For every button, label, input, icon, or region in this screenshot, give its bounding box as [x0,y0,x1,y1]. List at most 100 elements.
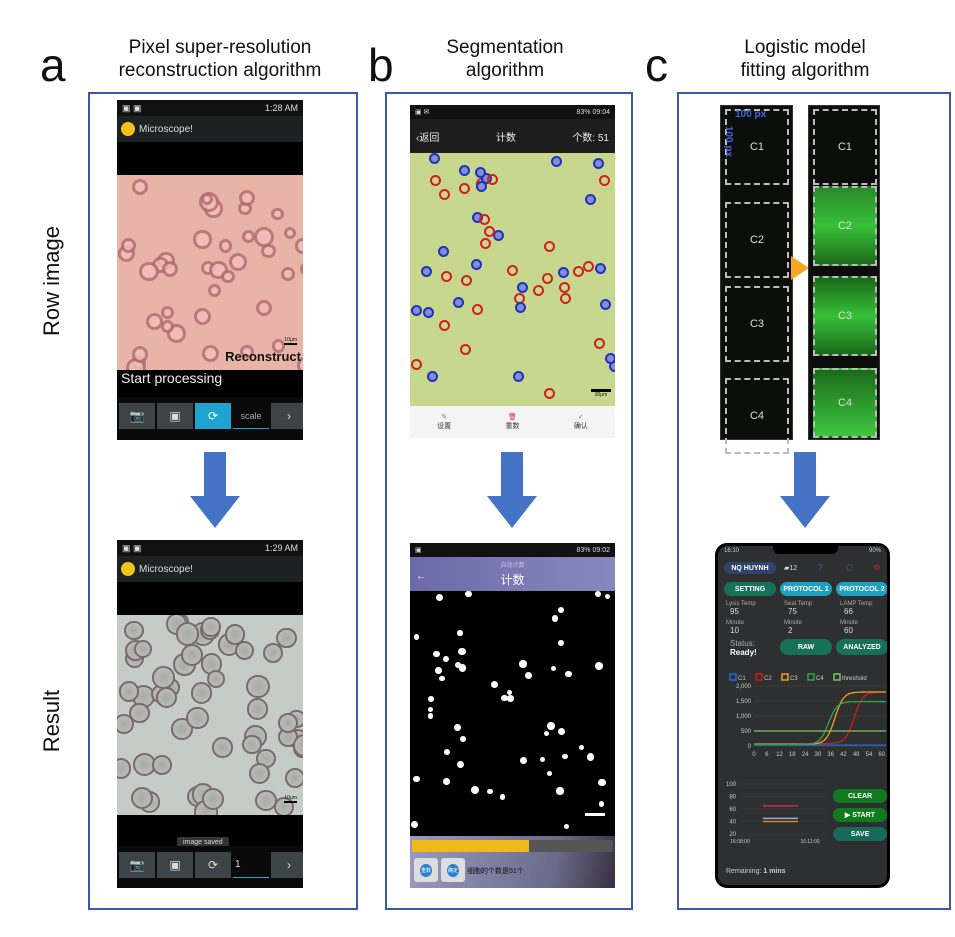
cell [438,189,450,201]
x-tick-label: 48 [853,752,860,758]
legend-label: threshold [842,676,867,682]
param-value[interactable]: 95 [730,607,739,616]
param-label: Minute [784,620,803,626]
reconstruct-button[interactable]: › [271,403,303,429]
process-button[interactable]: ⟳ [195,403,231,429]
confirm-button[interactable]: 确定 [441,858,465,882]
y-tick-label: 500 [741,729,752,735]
cell [573,265,585,277]
segmented-cells-image: 30μm [410,153,615,406]
param-value[interactable]: 2 [788,626,793,635]
cell [515,302,527,314]
cell [594,337,606,349]
cell [239,189,256,206]
title-line: algorithm [465,60,545,81]
cell [429,174,441,186]
back-button[interactable]: ‹返回 [416,132,440,144]
recount-button[interactable]: 🗑重数 [505,413,519,431]
cell [595,662,603,670]
recount-button[interactable]: 重数 [414,858,438,882]
status-bar: ▣83% 09:02 [410,543,615,557]
tool-label: 确认 [573,423,588,430]
protocol2-button[interactable]: PROTOCOL 2 [836,582,887,596]
reconstruct-button[interactable]: › [271,852,303,878]
cell [461,274,473,286]
roi-c3: C3 [813,276,877,356]
cell [438,675,445,682]
cell [458,664,467,672]
cell [427,696,434,703]
clear-button[interactable]: CLEAR [833,789,887,803]
back-button[interactable]: ← [416,571,426,582]
process-button[interactable]: ⟳ [195,852,231,878]
x-tick-label: 16:08:00 [730,839,750,845]
cell [565,671,572,678]
cell [422,307,434,319]
cell [486,174,498,186]
param-value[interactable]: 66 [844,607,853,616]
cell [454,661,461,668]
gallery-button[interactable]: ▣ [157,403,193,429]
pencil-icon: ✎ [441,414,448,421]
cell [594,263,606,275]
cell [263,642,284,663]
param-value[interactable]: 10 [730,626,739,635]
cell [586,753,595,761]
clock: 09:02 [592,546,610,554]
cell [475,166,487,178]
legend-label: C4 [816,676,824,682]
legend-swatch [755,673,763,681]
row-label-raw: Row image [39,225,64,337]
notch [773,546,838,554]
roi-c2: C2 [813,186,877,266]
help-icon[interactable]: ? [818,563,823,572]
cell [300,261,303,276]
roi-width-label: 100 px [735,109,767,120]
notif-icons: ▣ [415,547,422,554]
cell [271,207,284,221]
settings-button[interactable]: ✎设置 [437,413,451,431]
cell [160,306,174,320]
bottom-tools: ✎设置 🗑重数 ✓ 确认 [410,406,615,438]
panel-b-frame [385,92,633,910]
save-button[interactable]: SAVE [833,827,887,841]
status-label: Status: [730,639,755,648]
cell [551,615,559,622]
roi-label: C4 [749,410,765,422]
protocol1-button[interactable]: PROTOCOL 1 [780,582,832,596]
cell [459,182,471,194]
cell [212,737,233,758]
notification-badge[interactable]: ▰12 [784,565,798,572]
param-value[interactable]: 60 [844,626,853,635]
legend-label: C2 [764,676,772,682]
cell [436,593,444,602]
bluetooth-icon[interactable]: ⬡ [846,563,853,572]
user-badge[interactable]: NQ HUYNH [724,562,776,574]
camera-button[interactable]: 📷 [119,403,155,429]
param-value[interactable]: 75 [788,607,797,616]
cell [410,304,422,316]
confirm-button[interactable]: ✓ 确认 [574,413,588,431]
start-button[interactable]: ▶ START [833,808,887,822]
x-tick-label: 60 [878,752,885,758]
battery: 90% [868,548,881,554]
analyzed-button[interactable]: ANALYZED [836,639,887,655]
gallery-button[interactable]: ▣ [157,852,193,878]
notif-icons: ▣ ▣ [122,102,142,113]
cell [551,156,563,168]
scale-input[interactable]: scale [233,403,269,429]
cell [186,706,209,729]
cell [513,371,525,383]
scale-input[interactable]: 1 [233,852,269,878]
power-icon[interactable]: ⚙ [873,563,881,572]
check-icon: ✓ [577,414,584,421]
scale-bar: 10μm [284,337,297,345]
cell [458,165,470,177]
cell [478,213,490,225]
raw-button[interactable]: RAW [780,639,832,655]
camera-button[interactable]: 📷 [119,852,155,878]
threshold-slider[interactable] [412,840,613,852]
param-label: Minute [840,620,859,626]
setting-button[interactable]: SETTING [724,582,776,596]
cell [118,680,140,702]
